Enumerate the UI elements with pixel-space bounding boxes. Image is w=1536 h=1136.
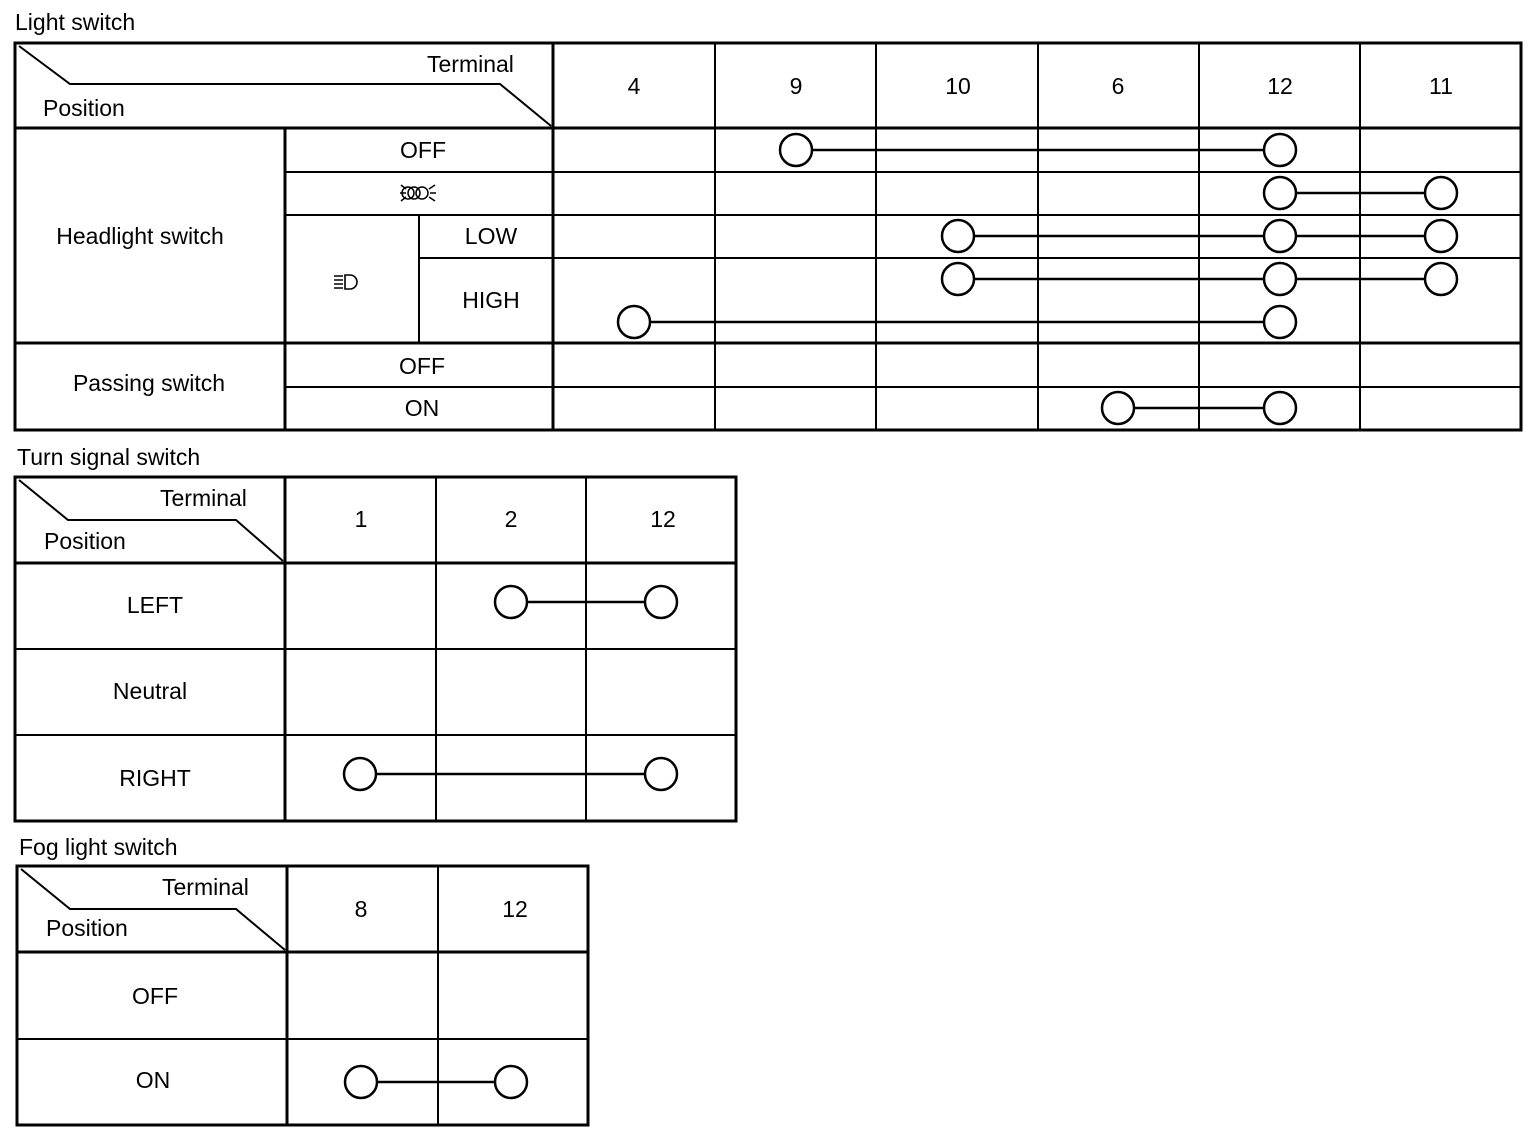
light-terminal-10: 10 bbox=[945, 73, 971, 99]
terminal-node bbox=[778, 132, 814, 168]
terminal-node bbox=[616, 304, 652, 340]
terminal-node bbox=[643, 756, 679, 792]
terminal-node bbox=[1262, 175, 1298, 211]
terminal-node bbox=[1100, 390, 1136, 426]
light-switch-title: Light switch bbox=[15, 9, 135, 35]
terminal-node bbox=[1423, 261, 1459, 297]
light-header-position: Position bbox=[43, 95, 125, 121]
terminal-node bbox=[342, 756, 378, 792]
tail-light-icon bbox=[400, 184, 436, 202]
turn-row-right: RIGHT bbox=[119, 765, 191, 791]
fog-light-switch-title: Fog light switch bbox=[19, 834, 178, 860]
terminal-node bbox=[1262, 261, 1298, 297]
row-label-low: LOW bbox=[465, 223, 518, 249]
turn-header-position: Position bbox=[44, 528, 126, 554]
terminal-node bbox=[1423, 218, 1459, 254]
fog-terminal-8: 8 bbox=[355, 896, 368, 922]
terminal-node bbox=[493, 1064, 529, 1100]
fog-row-off: OFF bbox=[132, 983, 178, 1009]
turn-terminal-12: 12 bbox=[650, 506, 676, 532]
fog-terminal-12: 12 bbox=[502, 896, 528, 922]
fog-header-terminal: Terminal bbox=[162, 874, 249, 900]
turn-signal-switch-table: Turn signal switch Terminal Position 1 2… bbox=[13, 444, 738, 823]
turn-terminal-1: 1 bbox=[355, 506, 368, 532]
terminal-node bbox=[940, 261, 976, 297]
light-switch-frame bbox=[13, 41, 1523, 432]
light-terminal-12: 12 bbox=[1267, 73, 1293, 99]
terminal-node bbox=[343, 1064, 379, 1100]
fog-light-frame bbox=[15, 864, 590, 1127]
headlamp-icon bbox=[334, 274, 358, 290]
light-terminal-11: 11 bbox=[1429, 73, 1453, 99]
terminal-node bbox=[1262, 132, 1298, 168]
turn-terminal-2: 2 bbox=[505, 506, 518, 532]
light-header-diagonal bbox=[18, 45, 552, 127]
fog-header-position: Position bbox=[46, 915, 128, 941]
terminal-node bbox=[643, 584, 679, 620]
light-terminal-4: 4 bbox=[628, 73, 641, 99]
row-label-off: OFF bbox=[400, 137, 446, 163]
turn-row-neutral: Neutral bbox=[113, 678, 187, 704]
light-terminal-9: 9 bbox=[790, 73, 803, 99]
terminal-node bbox=[1423, 175, 1459, 211]
turn-row-left: LEFT bbox=[127, 592, 183, 618]
light-terminal-6: 6 bbox=[1112, 73, 1125, 99]
terminal-node bbox=[1262, 390, 1298, 426]
light-switch-table: Light switch Terminal Position 4 9 10 6 … bbox=[13, 9, 1523, 432]
headlight-switch-label: Headlight switch bbox=[56, 223, 223, 249]
turn-signal-connections bbox=[342, 584, 679, 792]
fog-light-switch-table: Fog light switch Terminal Position 8 12 … bbox=[15, 834, 590, 1127]
fog-row-on: ON bbox=[136, 1067, 171, 1093]
light-switch-connections bbox=[616, 132, 1459, 426]
row-label-passing-off: OFF bbox=[399, 353, 445, 379]
row-label-high: HIGH bbox=[462, 287, 520, 313]
fog-light-connections bbox=[343, 1064, 529, 1100]
turn-header-terminal: Terminal bbox=[160, 485, 247, 511]
turn-signal-switch-title: Turn signal switch bbox=[17, 444, 200, 470]
terminal-node bbox=[493, 584, 529, 620]
terminal-node bbox=[940, 218, 976, 254]
fog-header-diagonal bbox=[20, 868, 286, 951]
row-label-passing-on: ON bbox=[405, 395, 440, 421]
passing-switch-label: Passing switch bbox=[73, 370, 225, 396]
terminal-node bbox=[1262, 304, 1298, 340]
turn-header-diagonal bbox=[18, 479, 284, 562]
terminal-node bbox=[1262, 218, 1298, 254]
light-header-terminal: Terminal bbox=[427, 51, 514, 77]
